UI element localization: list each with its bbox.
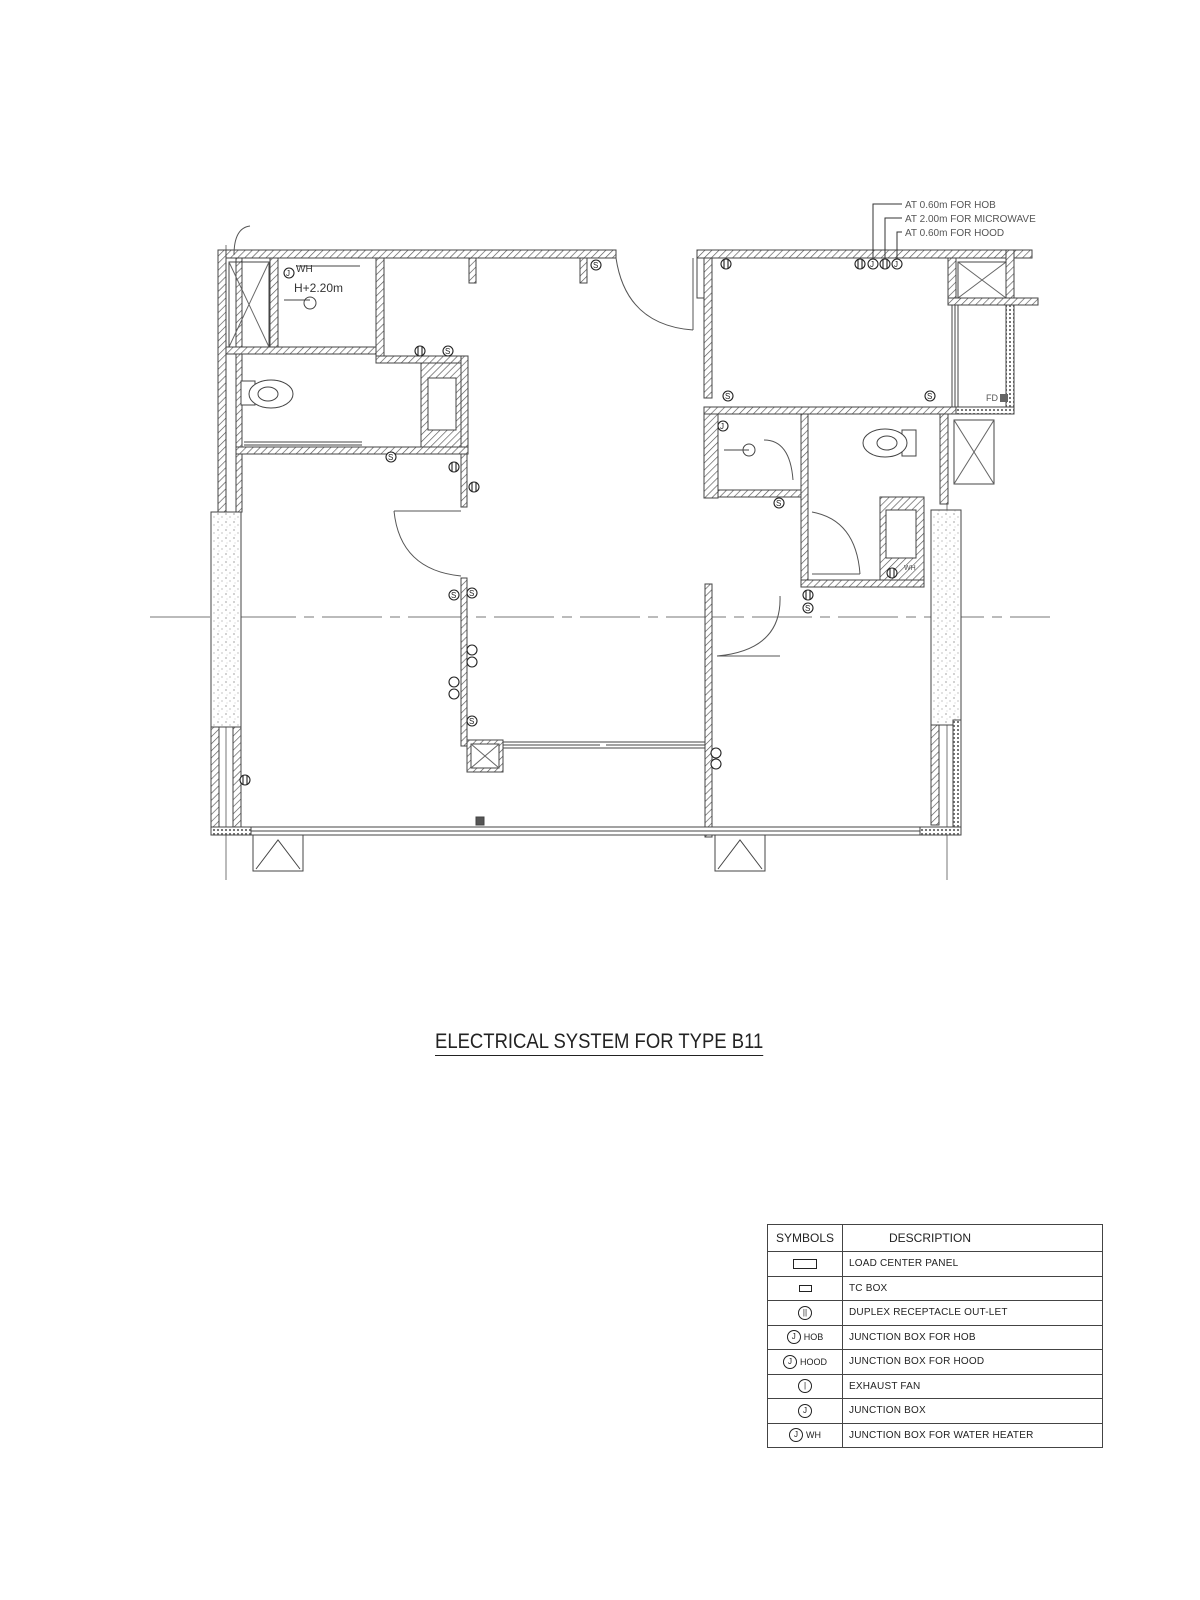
svg-text:J: J — [870, 260, 874, 269]
symbol-suffix: HOOD — [800, 1356, 827, 1367]
svg-text:S: S — [469, 717, 474, 726]
wh-height-label: H+2.20m — [294, 281, 343, 295]
svg-text:S: S — [593, 261, 598, 270]
switch-icon: S — [385, 451, 397, 463]
legend-description: JUNCTION BOX FOR HOOD — [842, 1349, 1103, 1375]
electrical-symbols: S S S S S S S S S S J J J J — [239, 258, 1008, 786]
legend-row: | EXHAUST FAN — [767, 1373, 1103, 1399]
legend-description: JUNCTION BOX FOR HOB — [842, 1324, 1103, 1350]
door-swings — [233, 225, 861, 657]
kitchen-note-hob: AT 0.60m FOR HOB — [905, 200, 996, 211]
walls — [210, 249, 1039, 872]
junction-box-icon: J — [789, 1428, 803, 1443]
duplex-receptacle-icon — [466, 644, 478, 668]
legend-description: JUNCTION BOX FOR WATER HEATER — [842, 1422, 1103, 1448]
duplex-receptacle-icon — [802, 589, 814, 601]
duplex-receptacle-icon — [886, 567, 898, 579]
switch-icon: S — [466, 587, 478, 599]
junction-box-icon: J — [283, 267, 295, 279]
legend-row: J JUNCTION BOX — [767, 1398, 1103, 1424]
switch-icon: S — [802, 602, 814, 614]
exhaust-fan-icon: | — [798, 1379, 812, 1394]
floor-plan: S S S S S S S S S S J J J J W — [150, 200, 1050, 880]
legend-header-row: SYMBOLS DESCRIPTION — [767, 1224, 1103, 1252]
kitchen-note-hood: AT 0.60m FOR HOOD — [905, 228, 1004, 239]
switch-icon: S — [590, 259, 602, 271]
svg-text:J: J — [286, 269, 290, 278]
switch-icon: S — [924, 390, 936, 402]
shower-fixtures — [284, 265, 756, 457]
junction-box-icon: J — [891, 258, 903, 270]
plan-annotations: WH H+2.20m AT 0.60m FOR HOB AT 2.00m FOR… — [294, 200, 1036, 572]
junction-box-icon: J — [867, 258, 879, 270]
junction-box-icon: J — [798, 1403, 812, 1418]
switch-icon: S — [466, 715, 478, 727]
svg-text:S: S — [388, 453, 393, 462]
kitchen-leader-lines — [872, 203, 902, 258]
legend-row: LOAD CENTER PANEL — [767, 1251, 1103, 1277]
tc-box-icon — [798, 1284, 812, 1292]
svg-text:S: S — [805, 604, 810, 613]
legend-description: JUNCTION BOX — [842, 1398, 1103, 1424]
duplex-receptacle-icon — [710, 747, 722, 770]
duplex-receptacle-icon — [239, 774, 251, 786]
symbols-legend-table: SYMBOLS DESCRIPTION LOAD CENTER PANEL TC… — [767, 1224, 1103, 1448]
legend-description: LOAD CENTER PANEL — [842, 1251, 1103, 1277]
drawing-title: ELECTRICAL SYSTEM FOR TYPE B11 — [435, 1030, 764, 1056]
symbol-suffix: WH — [806, 1430, 821, 1441]
svg-text:S: S — [469, 589, 474, 598]
junction-box-icon: J — [783, 1354, 797, 1369]
duplex-receptacle-icon — [879, 258, 891, 270]
switch-icon: S — [773, 497, 785, 509]
svg-text:S: S — [451, 591, 456, 600]
fd-label: FD — [986, 393, 998, 403]
svg-text:S: S — [725, 392, 730, 401]
legend-description: TC BOX — [842, 1275, 1103, 1301]
svg-text:S: S — [776, 499, 781, 508]
duplex-receptacle-icon — [468, 481, 480, 493]
kitchen-note-microwave: AT 2.00m FOR MICROWAVE — [905, 214, 1036, 225]
duplex-receptacle-icon — [448, 676, 460, 700]
duplex-receptacle-icon — [414, 345, 426, 357]
svg-text:J: J — [894, 260, 898, 269]
symbol-suffix: HOB — [803, 1332, 824, 1343]
legend-row: TC BOX — [767, 1275, 1103, 1301]
load-center-panel-icon — [793, 1258, 817, 1269]
wh-small-label: WH — [904, 565, 916, 572]
duplex-receptacle-icon — [854, 258, 866, 270]
svg-text:S: S — [445, 347, 450, 356]
legend-description: EXHAUST FAN — [842, 1373, 1103, 1399]
switch-icon: S — [722, 390, 734, 402]
svg-text:J: J — [720, 422, 724, 431]
svg-text:S: S — [927, 392, 932, 401]
switch-icon: S — [442, 345, 454, 357]
legend-description: DUPLEX RECEPTACLE OUT-LET — [842, 1300, 1103, 1326]
duplex-receptacle-icon — [720, 258, 732, 270]
legend-row: || DUPLEX RECEPTACLE OUT-LET — [767, 1300, 1103, 1326]
duplex-receptacle-icon: || — [798, 1305, 812, 1320]
toilet-fixtures — [240, 379, 917, 458]
legend-header-symbols: SYMBOLS — [767, 1224, 843, 1252]
junction-box-icon: J — [786, 1330, 801, 1345]
legend-header-description: DESCRIPTION — [842, 1224, 1103, 1252]
junction-box-icon: J — [717, 420, 729, 432]
duplex-receptacle-icon — [448, 461, 460, 473]
switch-icon: S — [448, 589, 460, 601]
wh-label: WH — [296, 264, 313, 275]
